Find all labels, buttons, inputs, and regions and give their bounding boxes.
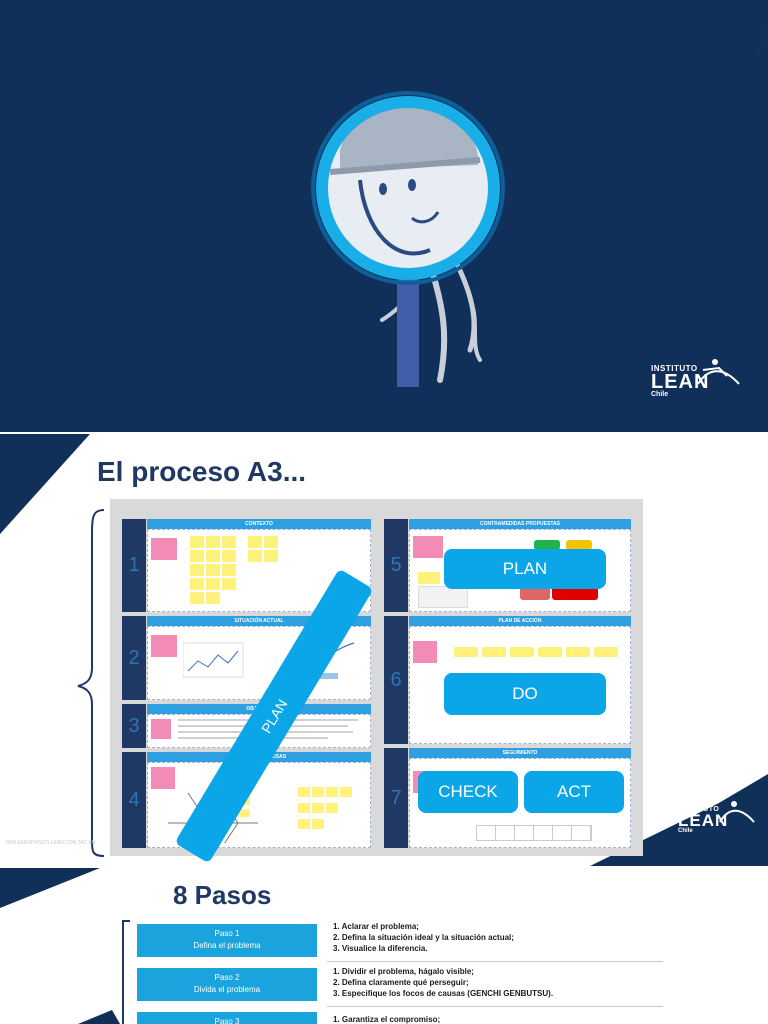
step-1-item-1: 1. Aclarar el problema; xyxy=(333,922,419,931)
check-button[interactable]: CHECK xyxy=(418,771,518,813)
block-1-header: CONTEXTO xyxy=(147,519,371,529)
steps-bracket xyxy=(122,920,130,1024)
block-2-header: SITUACIÓN ACTUAL xyxy=(147,616,371,626)
step-1-label: Defina el problema xyxy=(193,941,261,950)
block-6-header: PLAN DE ACCIÓN xyxy=(409,616,631,626)
block-5-header: CONTRAMEDIDAS PROPUESTAS xyxy=(409,519,631,529)
logo-line2: LEAN xyxy=(678,811,729,830)
step-2-item-1: 1. Dividir el problema, hágalo visible; xyxy=(333,967,474,976)
slide3-background xyxy=(0,868,120,1024)
block-6-number: 6 xyxy=(384,616,408,744)
act-button[interactable]: ACT xyxy=(524,771,624,813)
step-1-list: 1. Aclarar el problema; 2. Defina la sit… xyxy=(333,921,514,954)
step-2-box: Paso 2 Divida el problema xyxy=(137,968,317,1001)
step-1-box: Paso 1 Defina el problema xyxy=(137,924,317,957)
light-wedge xyxy=(610,20,768,345)
watermark-text: IMPLEMENTANDO LEAN CON TAC EN xyxy=(6,840,96,846)
step-3-box: Paso 3 xyxy=(137,1012,317,1024)
logo-line1: INSTITUTO xyxy=(651,364,698,373)
step-2-item-2: 2. Defina claramente qué perseguir; xyxy=(333,978,469,987)
step-separator xyxy=(327,961,663,962)
instituto-lean-logo: INSTITUTO LEAN Chile xyxy=(651,359,751,398)
logo-line3: Chile xyxy=(651,391,669,398)
step-1-name: Paso 1 xyxy=(214,929,240,938)
do-button[interactable]: DO xyxy=(444,673,606,715)
step-1-item-3: 3. Visualice la diferencia. xyxy=(333,944,428,953)
runner-icon xyxy=(697,359,740,385)
block-7-header: SEGUIMIENTO xyxy=(409,748,631,758)
logo-line3: Chile xyxy=(678,828,693,834)
block-4-number: 4 xyxy=(122,752,146,848)
block-5-number: 5 xyxy=(384,519,408,612)
eight-steps-slide: 8 Pasos Paso 1 Defina el problema 1. Acl… xyxy=(0,868,768,1024)
slide2-background xyxy=(0,434,768,866)
step-2-item-3: 3. Especifique los focos de causas (GENC… xyxy=(333,989,554,998)
a3-sheet: 1 CONTEXTO 2 SITUACIÓN ACTUAL xyxy=(110,499,643,856)
plan-button[interactable]: PLAN xyxy=(444,549,606,589)
magnifier-character-icon xyxy=(311,91,505,387)
runner-icon xyxy=(719,801,755,823)
step-2-label: Divida el problema xyxy=(193,985,261,994)
block-7-number: 7 xyxy=(384,748,408,848)
logo-line1: INSTITUTO xyxy=(678,806,720,813)
step-1-item-2: 2. Defina la situación ideal y la situac… xyxy=(333,933,514,942)
slide-title: 8 Pasos xyxy=(173,880,272,910)
step-2-list: 1. Dividir el problema, hágalo visible; … xyxy=(333,966,553,999)
plan-band-label: PLAN xyxy=(257,696,291,736)
block-1-number: 1 xyxy=(122,519,146,612)
block-2-number: 2 xyxy=(122,616,146,700)
slide-title: El proceso A3... xyxy=(97,456,307,487)
step-separator xyxy=(327,1006,663,1007)
block-3-number: 3 xyxy=(122,704,146,748)
step-3-list: 1. Garantiza el compromiso; xyxy=(333,1014,440,1024)
cover-slide: INSTITUTO LEAN Chile xyxy=(0,0,768,432)
step-3-item-1: 1. Garantiza el compromiso; xyxy=(333,1015,441,1024)
logo-line2: LEAN xyxy=(651,371,710,393)
step-3-name: Paso 3 xyxy=(214,1017,240,1024)
instituto-lean-logo-small: INSTITUTO LEAN Chile xyxy=(678,801,768,834)
a3-process-slide: El proceso A3... 1 CONTEXTO xyxy=(0,434,768,866)
left-brace xyxy=(77,509,105,857)
step-2-name: Paso 2 xyxy=(214,973,240,982)
